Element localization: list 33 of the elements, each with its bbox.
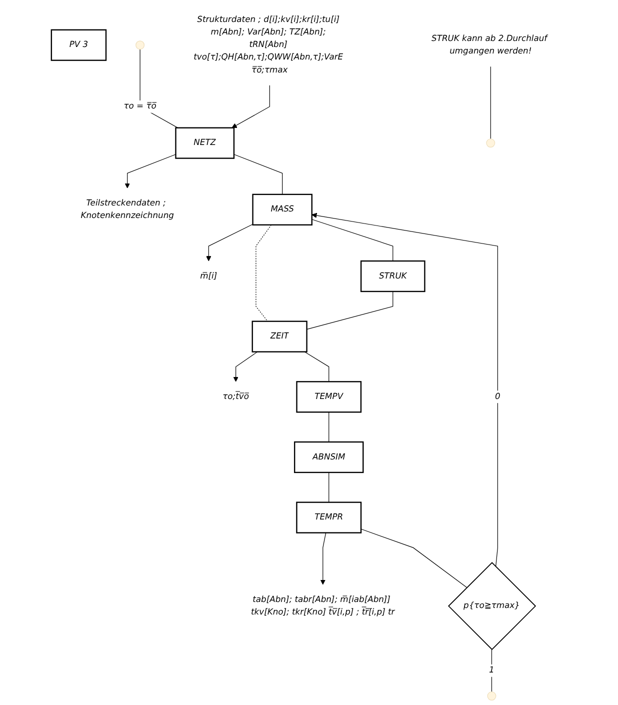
node-box: TEMPR [296, 502, 362, 534]
node-box: MASS [252, 194, 312, 226]
edge-label: 1 [489, 666, 494, 676]
connector [360, 528, 468, 588]
node-text: Strukturdaten ; d[i];kv[i];kr[i];tu[i] m[Abn]; Var[Abn]; TZ[Abn]; tRN[Abn] tvo[τ];QH[Abn,τ];QWW[Abn,τ];VarE τ̅o̅;τmax [194, 14, 344, 75]
node-box: ZEIT [252, 320, 308, 352]
arrow [206, 224, 254, 262]
node-text: m̅[i] [200, 271, 218, 281]
edge-label: τo = τ̅o̅ [124, 102, 156, 112]
connector [490, 66, 491, 140]
arrow [233, 352, 258, 382]
node-text: Teilstreckendaten ; Knotenkennzeichnung [80, 198, 174, 220]
node-text: tab[Abn]; tabr[Abn]; m̅[iab[Abn]] tkv[Kno]; tkr[Kno] t̅v̅[i,p] ; t̅r̅[i,p] tr [251, 594, 395, 617]
arrow [320, 532, 326, 585]
node-box: NETZ [175, 127, 235, 159]
arrow [312, 212, 498, 567]
connector [304, 352, 330, 382]
connector [312, 219, 394, 262]
node-box: ABNSIM [294, 441, 364, 474]
node-diamond: p{τo≧τmax} [448, 562, 536, 650]
node-box: TEMPV [296, 381, 362, 413]
connector [328, 472, 330, 503]
arrow [232, 85, 270, 128]
node-box: PV 3 [50, 29, 107, 61]
connector [328, 412, 330, 442]
connector [256, 224, 272, 322]
node-box: STRUK [360, 260, 426, 292]
connector [234, 154, 283, 195]
arrow [124, 154, 176, 188]
node-text: τo;t̅v̅o̅ [222, 392, 249, 402]
edge-label: 0 [495, 392, 500, 402]
node-text: STRUK kann ab 2.Durchlauf umgangen werden! [432, 34, 548, 56]
connector [306, 291, 394, 330]
